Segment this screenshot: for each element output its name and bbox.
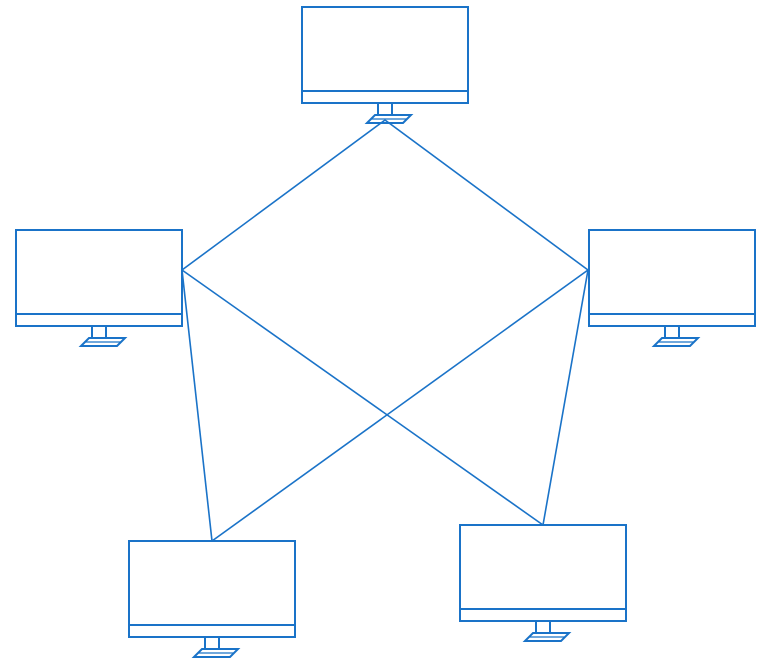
monitor-icon [15,229,183,347]
monitor-base [78,337,128,347]
monitor-base [651,337,701,347]
monitor-bottom-left[interactable] [128,540,296,658]
monitor-bottom-right[interactable] [459,524,627,642]
monitor-right[interactable] [588,229,756,347]
link-monitor-top-to-monitor-left [181,119,386,271]
monitor-screen [128,540,296,638]
link-monitor-right-to-monitor-bottom-right [542,269,589,526]
network-nodes [15,6,756,658]
monitor-screen [301,6,469,104]
link-monitor-left-to-monitor-bottom-right [181,269,544,526]
link-monitor-left-to-monitor-bottom-left [181,269,213,542]
monitor-base [522,632,572,642]
monitor-base [191,648,241,658]
monitor-neck [535,620,551,634]
monitor-icon [588,229,756,347]
monitor-neck [204,636,220,650]
monitor-neck [664,325,680,339]
network-links [181,119,589,542]
monitor-icon [128,540,296,658]
monitor-icon [459,524,627,642]
monitor-left[interactable] [15,229,183,347]
link-monitor-top-to-monitor-right [384,119,589,271]
monitor-base [364,114,414,124]
monitor-icon [301,6,469,124]
link-monitor-right-to-monitor-bottom-left [211,269,589,542]
monitor-screen [15,229,183,327]
monitor-top[interactable] [301,6,469,124]
monitor-screen [588,229,756,327]
monitor-neck [377,102,393,116]
monitor-neck [91,325,107,339]
monitor-screen [459,524,627,622]
